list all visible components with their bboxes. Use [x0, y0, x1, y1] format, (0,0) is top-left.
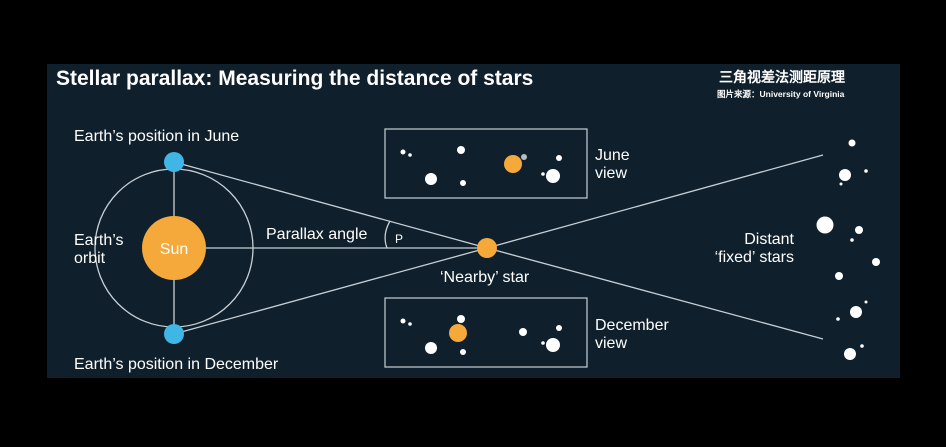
star-icon	[860, 344, 864, 348]
label-orbit-line2: orbit	[74, 250, 106, 267]
june-view-box	[385, 129, 587, 198]
label-sun: Sun	[160, 241, 188, 258]
star-icon	[519, 328, 527, 336]
star-icon	[872, 258, 880, 266]
star-icon	[844, 348, 856, 360]
star-icon	[835, 272, 843, 280]
label-distant-line1: Distant	[744, 231, 794, 248]
label-orbit-line1: Earth’s	[74, 232, 124, 249]
star-icon	[556, 325, 562, 331]
label-distant-line2: ‘fixed’ stars	[715, 249, 794, 266]
nearby-star-december-icon	[449, 324, 467, 342]
star-icon	[460, 349, 466, 355]
star-icon	[408, 322, 412, 326]
star-icon	[840, 183, 843, 186]
label-june-view-line1: June	[595, 147, 630, 164]
star-icon	[855, 226, 863, 234]
star-icon	[401, 319, 406, 324]
star-icon	[865, 301, 868, 304]
star-icon	[850, 306, 862, 318]
star-icon	[556, 155, 562, 161]
label-angle-symbol: P	[395, 232, 403, 246]
star-icon	[817, 217, 834, 234]
star-icon	[460, 180, 466, 186]
label-june-view-line2: view	[595, 165, 627, 182]
label-december-view-line1: December	[595, 317, 669, 334]
star-icon	[849, 140, 856, 147]
label-parallax-angle: Parallax angle	[266, 226, 368, 243]
december-view-box	[385, 298, 587, 367]
star-icon	[836, 317, 840, 321]
star-icon	[425, 173, 437, 185]
diagram-panel: Stellar parallax: Measuring the distance…	[47, 64, 900, 378]
star-icon	[850, 238, 854, 242]
parallax-angle-arc	[385, 221, 390, 248]
nearby-star-icon	[477, 238, 497, 258]
distant-stars	[817, 140, 881, 361]
star-icon	[521, 154, 527, 160]
label-nearby-star: ‘Nearby’ star	[440, 269, 530, 286]
label-december-view-line2: view	[595, 335, 627, 352]
star-icon	[541, 172, 545, 176]
star-icon	[425, 342, 437, 354]
star-icon	[541, 341, 545, 345]
earth-june-icon	[164, 152, 184, 172]
star-icon	[401, 150, 406, 155]
nearby-star-june-icon	[504, 155, 522, 173]
sightline-december	[174, 248, 487, 334]
star-icon	[864, 169, 868, 173]
star-icon	[408, 153, 412, 157]
parallax-diagram: Earth’s position in June Earth’s positio…	[47, 64, 900, 378]
earth-december-icon	[164, 324, 184, 344]
star-icon	[546, 338, 560, 352]
star-icon	[839, 169, 851, 181]
label-december-position: Earth’s position in December	[74, 356, 279, 373]
star-icon	[457, 315, 465, 323]
label-june-position: Earth’s position in June	[74, 128, 239, 145]
star-icon	[457, 146, 465, 154]
star-icon	[546, 169, 560, 183]
